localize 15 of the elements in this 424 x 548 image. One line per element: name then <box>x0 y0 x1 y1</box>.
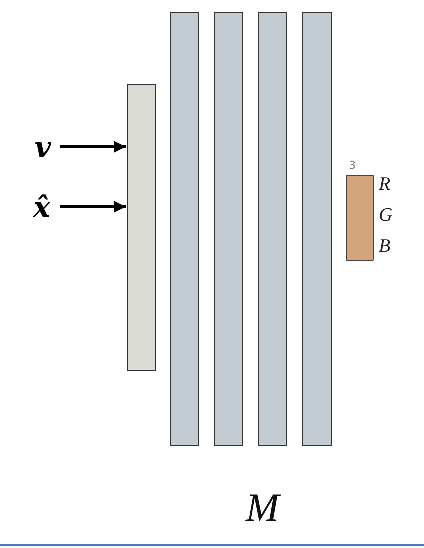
layer-bar <box>302 12 332 446</box>
input-symbol: v <box>28 127 58 167</box>
input-symbol: x̂ <box>26 185 58 229</box>
output-block <box>346 175 374 261</box>
layer-bar <box>214 12 243 446</box>
channel-label: B <box>379 237 391 256</box>
arrow <box>60 201 126 213</box>
arrow <box>60 141 126 153</box>
channel-count: 3 <box>349 160 356 171</box>
channel-label: G <box>379 206 393 225</box>
layer-bar <box>170 12 199 446</box>
layer-bar <box>258 12 287 446</box>
layer-bar <box>127 84 156 371</box>
model-label: M <box>246 488 280 528</box>
channel-label: R <box>379 175 391 194</box>
